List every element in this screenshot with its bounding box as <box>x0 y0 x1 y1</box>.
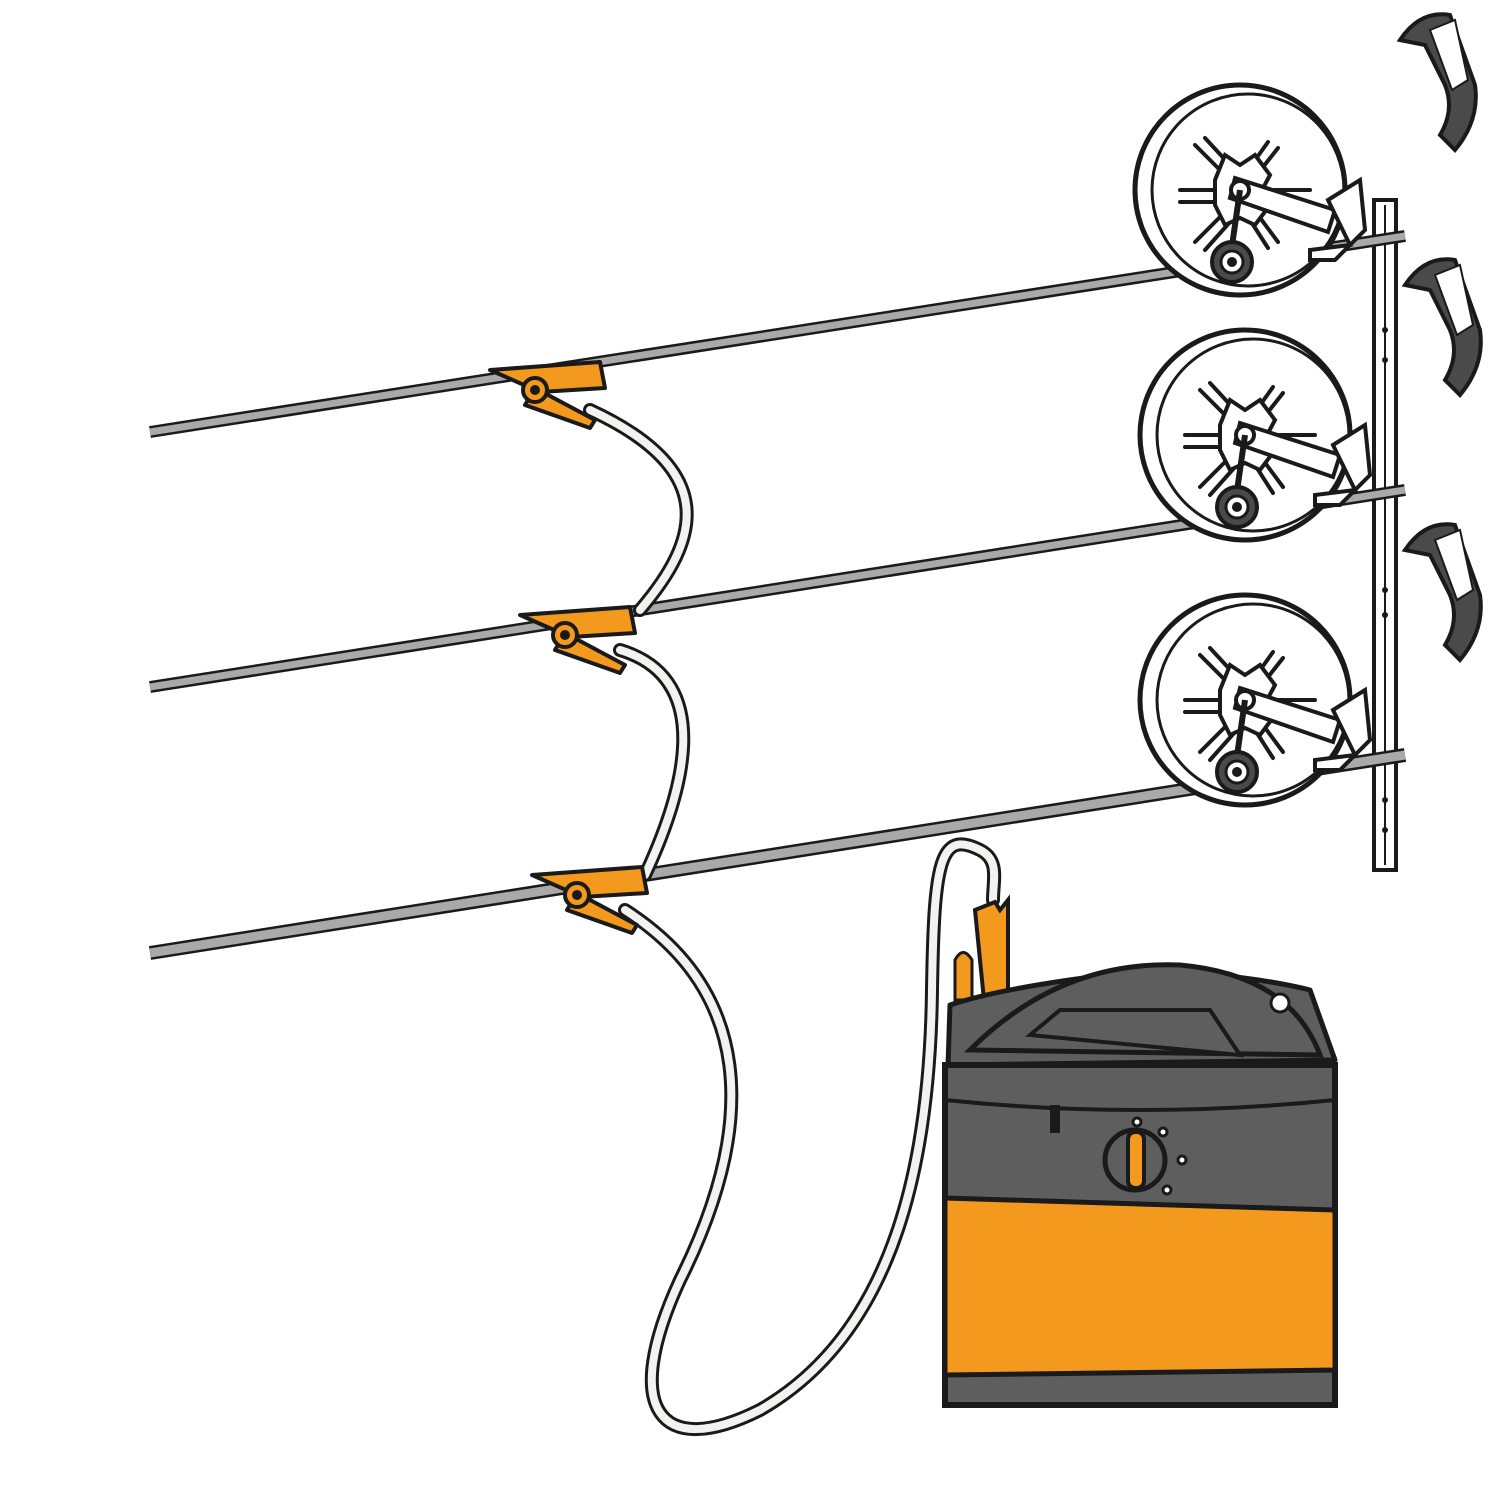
clip-top <box>488 360 607 430</box>
fence-energizer-icon <box>942 894 1338 1408</box>
reel-top <box>1135 14 1476 295</box>
connection-cables <box>583 403 1002 1436</box>
crocodile-clip-icon <box>518 605 637 675</box>
crocodile-clip-icon <box>488 360 607 430</box>
fence-reel-icon <box>1135 14 1476 295</box>
fence-reel-icon <box>1140 259 1481 540</box>
fence-reel-icon <box>1140 524 1481 805</box>
fence-post-icon <box>1372 198 1398 872</box>
reel-bottom <box>1140 524 1481 805</box>
crocodile-clip-icon <box>530 865 649 935</box>
clip-bottom <box>530 865 649 935</box>
reel-middle <box>1140 259 1481 540</box>
clip-middle <box>518 605 637 675</box>
